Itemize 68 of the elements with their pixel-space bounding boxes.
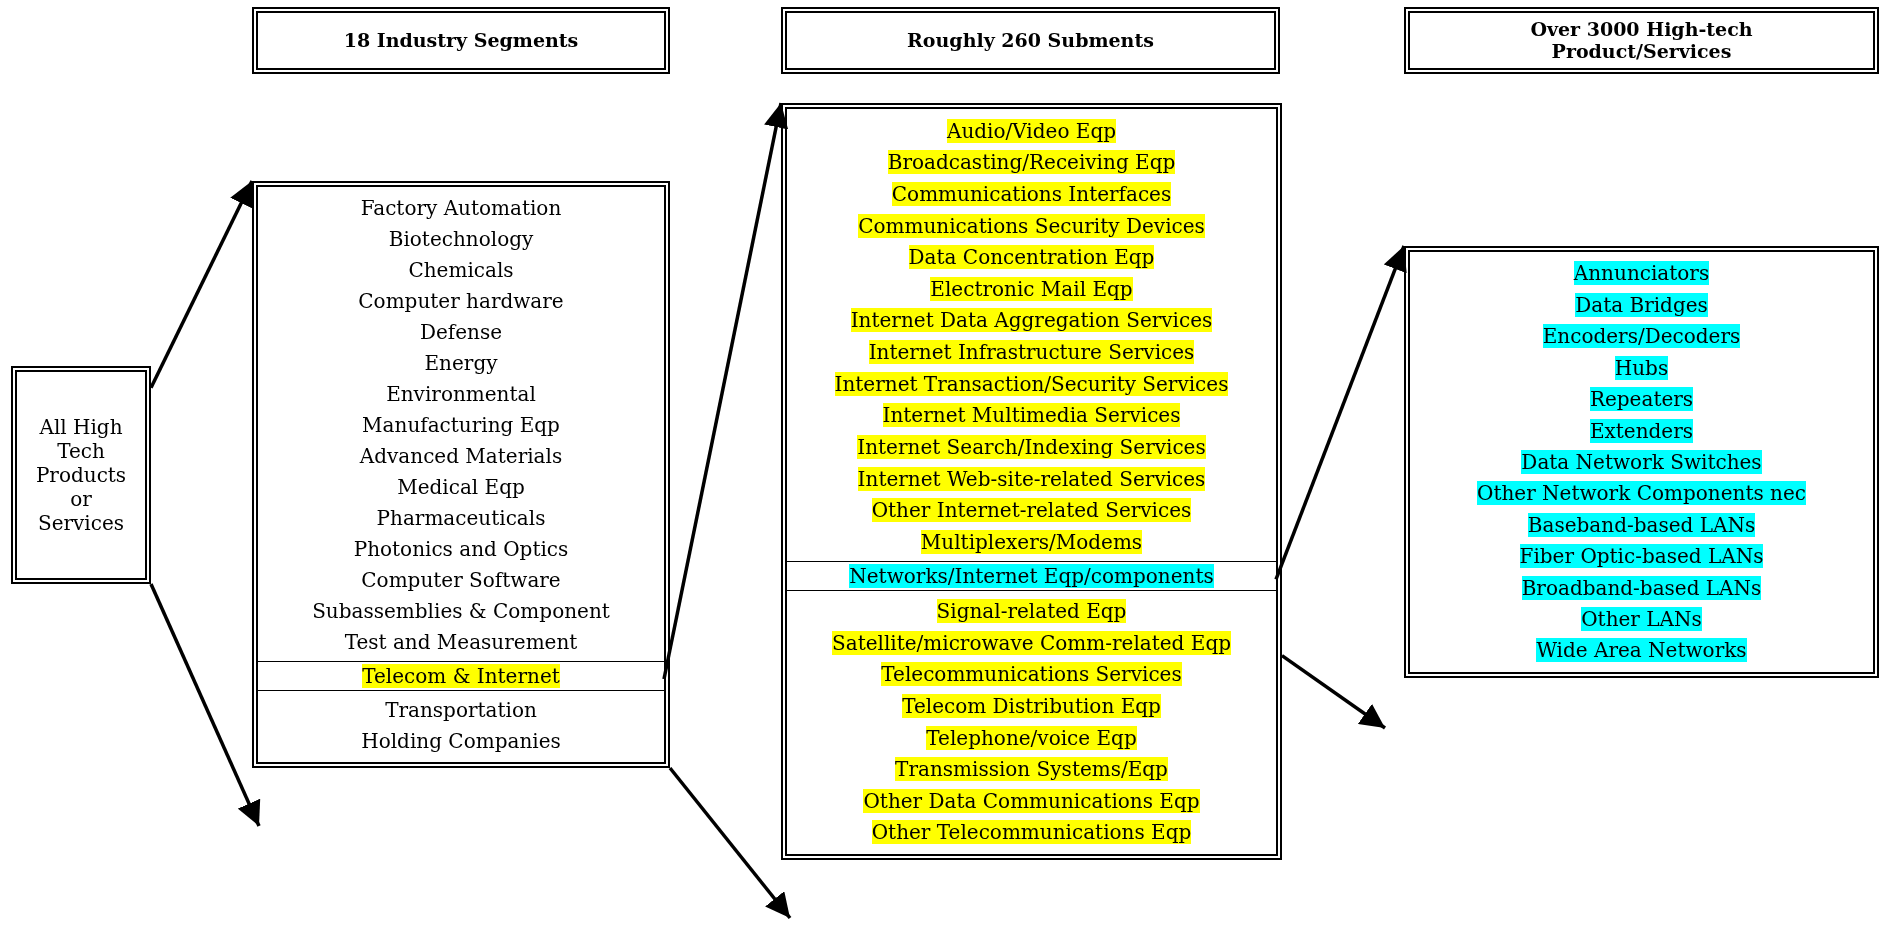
list-item-label: Broadcasting/Receiving Eqp bbox=[887, 150, 1176, 175]
list-item-label: Other Data Communications Eqp bbox=[863, 788, 1200, 813]
list-item-label: Biotechnology bbox=[388, 227, 534, 251]
list-item-label: Broadband-based LANs bbox=[1521, 575, 1762, 600]
arrow bbox=[668, 766, 792, 920]
list-item-label: Hubs bbox=[1614, 355, 1669, 380]
list-item-label: Advanced Materials bbox=[359, 444, 563, 468]
list-item-label: Electronic Mail Eqp bbox=[930, 276, 1133, 301]
list-item-label: Internet Web-site-related Services bbox=[857, 466, 1206, 491]
list-item-label: Photonics and Optics bbox=[353, 537, 569, 561]
list-item-label: Repeaters bbox=[1589, 387, 1694, 412]
list-item-label: Subassemblies & Component bbox=[312, 599, 610, 623]
list-item-label: Other Telecommunications Eqp bbox=[871, 820, 1192, 845]
list-item-label: Data Bridges bbox=[1575, 292, 1708, 317]
arrow bbox=[1274, 245, 1407, 580]
column-header: Over 3000 High-tech Product/Services bbox=[1404, 7, 1879, 74]
list-item-label: Communications Security Devices bbox=[858, 213, 1205, 238]
list-item-label: Internet Multimedia Services bbox=[882, 403, 1181, 428]
arrow bbox=[149, 180, 254, 389]
list-item-label: Other LANs bbox=[1581, 607, 1702, 632]
list-item-label: Networks/Internet Eqp/components bbox=[849, 564, 1214, 589]
subsegment-list-box bbox=[781, 103, 1282, 860]
list-item-label: Communications Interfaces bbox=[891, 181, 1172, 206]
list-item-label: Environmental bbox=[386, 382, 536, 406]
list-item-label: Medical Eqp bbox=[397, 475, 525, 499]
list-item-label: Defense bbox=[419, 320, 503, 344]
list-item-label: Manufacturing Eqp bbox=[362, 413, 560, 437]
list-item-label: Chemicals bbox=[408, 258, 514, 282]
list-item-label: Telecom Distribution Eqp bbox=[902, 693, 1161, 718]
list-item-label: Transportation bbox=[385, 698, 537, 722]
product-list-box bbox=[1404, 246, 1879, 678]
highlighted-row bbox=[258, 661, 664, 691]
root-box: All High Tech Products or Services bbox=[11, 366, 151, 584]
list-item-label: Telecom & Internet bbox=[362, 664, 560, 688]
column-header: Roughly 260 Subments bbox=[781, 7, 1280, 74]
list-item-label: Telecommunications Services bbox=[881, 662, 1182, 687]
list-item-label: Extenders bbox=[1589, 418, 1694, 443]
list-item-label: Internet Transaction/Security Services bbox=[834, 371, 1229, 396]
list-item-label: Internet Infrastructure Services bbox=[868, 340, 1195, 364]
list-item-label: Fiber Optic-based LANs bbox=[1519, 544, 1764, 569]
list-item-label: Internet Data Aggregation Services bbox=[850, 308, 1213, 333]
list-item-label: Other Internet-related Services bbox=[871, 498, 1192, 523]
list-item-label: Telephone/voice Eqp bbox=[926, 725, 1137, 750]
arrow bbox=[662, 102, 789, 680]
segment-list-box bbox=[252, 181, 670, 768]
list-item-label: Data Concentration Eqp bbox=[908, 245, 1155, 270]
list-item-label: Baseband-based LANs bbox=[1527, 512, 1756, 537]
list-item-label: Transmission Systems/Eqp bbox=[895, 757, 1168, 782]
list-item-label: Data Network Switches bbox=[1521, 449, 1762, 474]
list-item-label: Wide Area Networks bbox=[1536, 638, 1747, 663]
highlighted-row bbox=[787, 561, 1276, 592]
list-item-label: Test and Measurement bbox=[344, 630, 578, 654]
list-item-label: Satellite/microwave Comm-related Eqp bbox=[832, 630, 1231, 655]
list-item-label: Factory Automation bbox=[360, 196, 562, 220]
list-item-label: Computer hardware bbox=[358, 289, 564, 313]
list-item-label: Signal-related Eqp bbox=[936, 599, 1127, 623]
list-item-label: Audio/Video Eqp bbox=[946, 118, 1116, 143]
list-item-label: Holding Companies bbox=[361, 729, 561, 753]
list-item-label: Computer Software bbox=[361, 568, 561, 592]
arrow bbox=[1281, 654, 1386, 730]
list-item-label: Other Network Components nec bbox=[1477, 481, 1806, 506]
column-header: 18 Industry Segments bbox=[252, 7, 670, 74]
list-item-label: Internet Search/Indexing Services bbox=[857, 434, 1206, 459]
list-item-label: Encoders/Decoders bbox=[1542, 324, 1741, 349]
list-item-label: Multiplexers/Modems bbox=[920, 529, 1143, 554]
list-item-label: Energy bbox=[424, 351, 498, 375]
list-item-label: Pharmaceuticals bbox=[376, 506, 546, 530]
arrow bbox=[149, 583, 261, 827]
